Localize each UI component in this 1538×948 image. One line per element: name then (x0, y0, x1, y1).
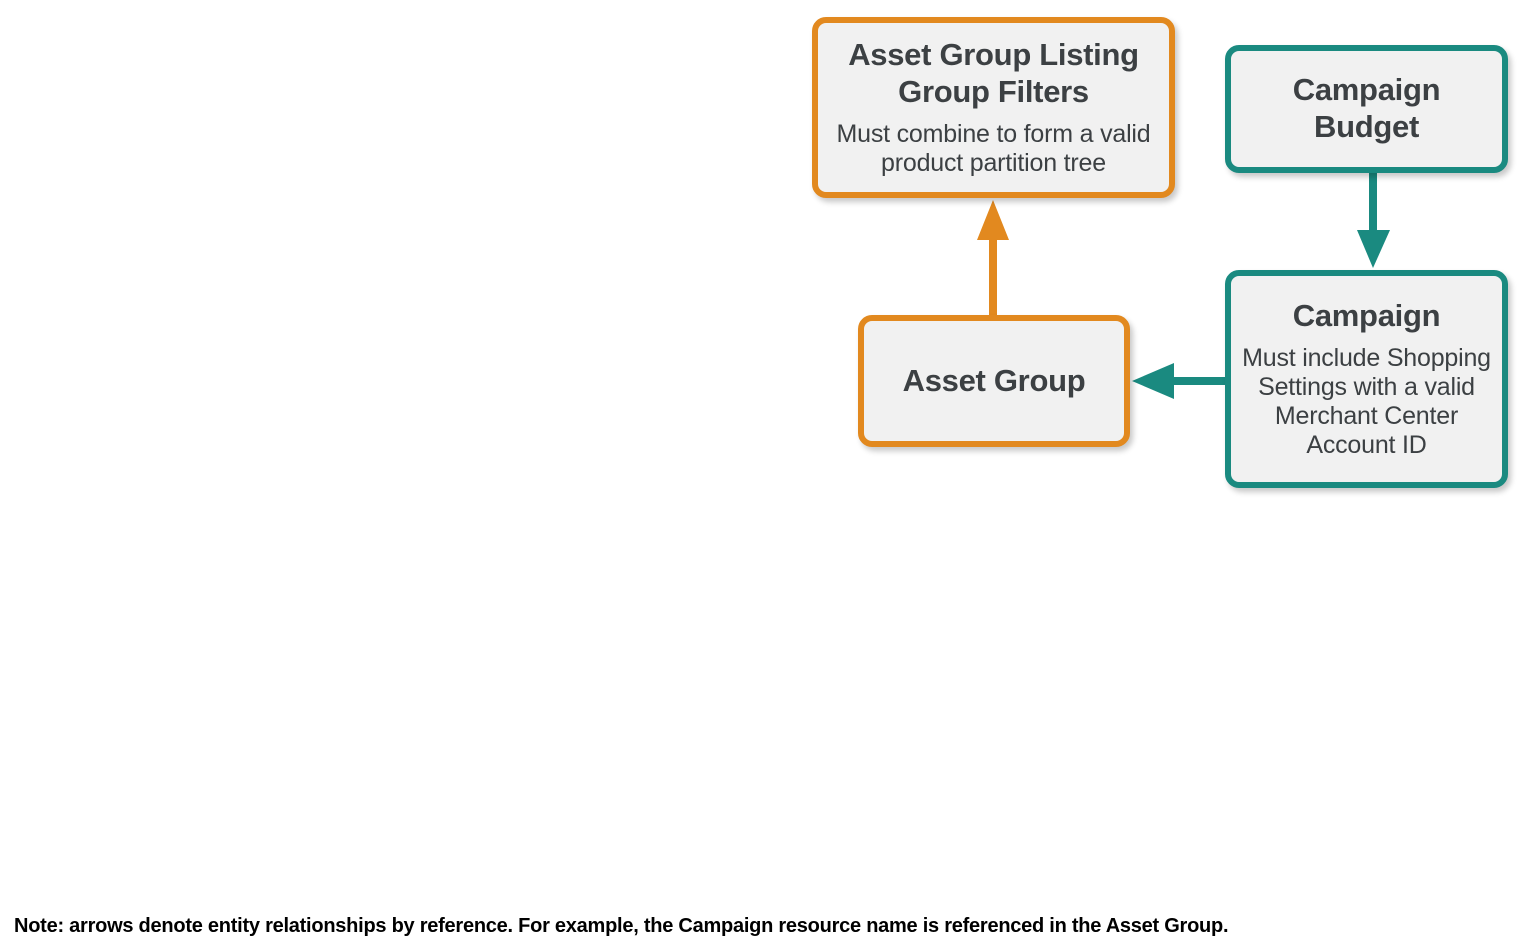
node-campaign[interactable]: Campaign Must include Shopping Settings … (1225, 270, 1508, 488)
node-campaign-budget[interactable]: Campaign Budget (1225, 45, 1508, 173)
arrowhead-down-icon (1357, 230, 1390, 268)
node-title: Campaign Budget (1292, 72, 1441, 144)
node-asset-group-listing-group-filters[interactable]: Asset Group Listing Group Filters Must c… (812, 17, 1175, 198)
edge-asset-group-to-listing-filters (977, 200, 1009, 315)
node-title: Campaign (1292, 298, 1441, 334)
node-asset-group[interactable]: Asset Group (858, 315, 1130, 447)
edge-campaign-budget-to-campaign (1357, 173, 1390, 268)
node-description: Must combine to form a valid product par… (836, 119, 1151, 177)
node-title: Asset Group (902, 362, 1086, 398)
node-title: Asset Group Listing Group Filters (848, 37, 1139, 109)
footer-note: Note: arrows denote entity relationships… (14, 915, 1229, 937)
arrowhead-left-icon (1132, 363, 1174, 399)
arrowhead-up-icon (977, 200, 1009, 240)
edge-campaign-to-asset-group (1132, 363, 1225, 399)
node-description: Must include Shopping Settings with a va… (1242, 343, 1491, 459)
